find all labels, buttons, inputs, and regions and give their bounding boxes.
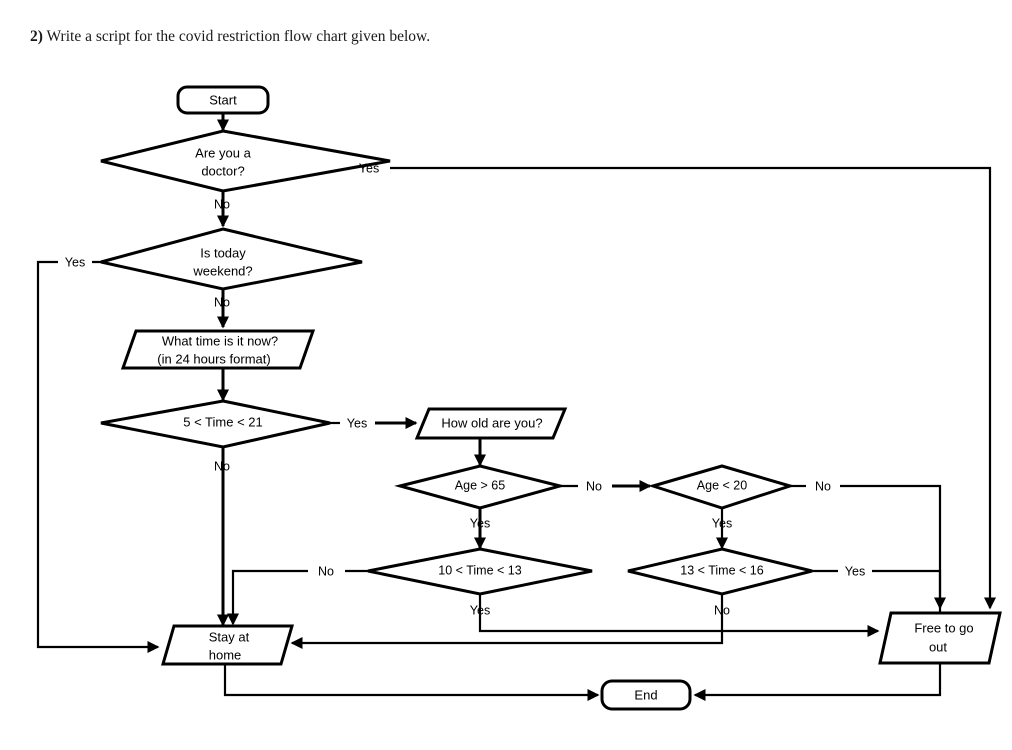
edge-age20-no: [840, 484, 946, 610]
node-end[interactable]: End: [600, 679, 692, 711]
edge-label-time10to13-no: No: [318, 564, 334, 578]
node-doctor-label-line2: doctor?: [201, 163, 244, 178]
edge-label-weekend-yes: Yes: [65, 255, 85, 269]
edge-label-time13to16-yes: Yes: [845, 564, 865, 578]
node-free-to-go-out[interactable]: Free to go out: [878, 611, 1002, 665]
edge-label-weekend-no: No: [214, 295, 230, 309]
edge-time13to16-yes: [872, 569, 942, 612]
edge-label-time5to21-no: No: [214, 459, 230, 473]
node-age-under-20[interactable]: Age < 20: [647, 464, 796, 510]
node-weekend-label-line1: Is today: [200, 245, 246, 260]
node-age-over-65[interactable]: Age > 65: [394, 464, 566, 510]
node-doctor-label-line1: Are you a: [195, 145, 251, 160]
question-text: Write a script for the covid restriction…: [46, 28, 431, 45]
edge-time13to16-no: [290, 594, 724, 649]
edge-label-doctor-no: No: [214, 197, 230, 211]
question-number: 2): [30, 28, 43, 45]
edge-label-age20-no: No: [815, 479, 831, 493]
node-age20-label: Age < 20: [697, 478, 747, 492]
edge-label-time13to16-no: No: [714, 603, 730, 617]
edge-weekend-yes: [36, 260, 160, 653]
edge-label-doctor-yes: Yes: [359, 161, 379, 175]
node-asktime-label-line2: (in 24 hours format): [157, 351, 270, 366]
node-start-label: Start: [209, 92, 237, 107]
node-is-today-weekend[interactable]: Is today weekend?: [100, 227, 363, 291]
node-time5to21-label: 5 < Time < 21: [183, 414, 263, 429]
question-prompt: 2) Write a script for the covid restrict…: [30, 28, 430, 46]
node-time-13-to-16[interactable]: 13 < Time < 16: [627, 547, 813, 596]
node-askage-label: How old are you?: [441, 415, 542, 430]
node-time13to16-label: 13 < Time < 16: [680, 563, 763, 577]
edge-label-age65-yes: Yes: [470, 516, 490, 530]
node-freetogo-label-line1: Free to go: [914, 620, 973, 635]
node-time-10-to-13[interactable]: 10 < Time < 13: [367, 547, 593, 596]
node-stayhome-label-line1: Stay at: [209, 629, 250, 644]
node-how-old-are-you[interactable]: How old are you?: [414, 407, 568, 440]
node-what-time-is-it-now[interactable]: What time is it now? (in 24 hours format…: [120, 329, 316, 370]
edge-label-time10to13-yes: Yes: [470, 603, 490, 617]
node-stayhome-label-line2: home: [209, 647, 242, 662]
edge-time10to13-no: [227, 569, 308, 626]
edge-stayhome-to-end: [223, 664, 600, 701]
edge-label-age20-yes: Yes: [712, 516, 732, 530]
node-end-label: End: [634, 687, 657, 702]
edge-time10to13-yes: [478, 594, 880, 637]
node-are-you-a-doctor[interactable]: Are you a doctor?: [100, 129, 391, 193]
node-asktime-label-line1: What time is it now?: [162, 333, 278, 348]
edge-label-time5to21-yes: Yes: [347, 416, 367, 430]
node-weekend-label-line2: weekend?: [192, 263, 252, 278]
node-time-5-to-21[interactable]: 5 < Time < 21: [100, 399, 331, 449]
node-freetogo-label-line2: out: [929, 639, 947, 654]
node-time10to13-label: 10 < Time < 13: [438, 563, 521, 577]
edge-freetogo-to-end: [693, 663, 942, 701]
node-stay-at-home[interactable]: Stay at home: [161, 624, 294, 666]
edge-label-age65-no: No: [586, 479, 602, 493]
node-start[interactable]: Start: [176, 85, 270, 115]
node-age65-label: Age > 65: [455, 478, 505, 492]
edge-doctor-yes: [390, 166, 996, 610]
